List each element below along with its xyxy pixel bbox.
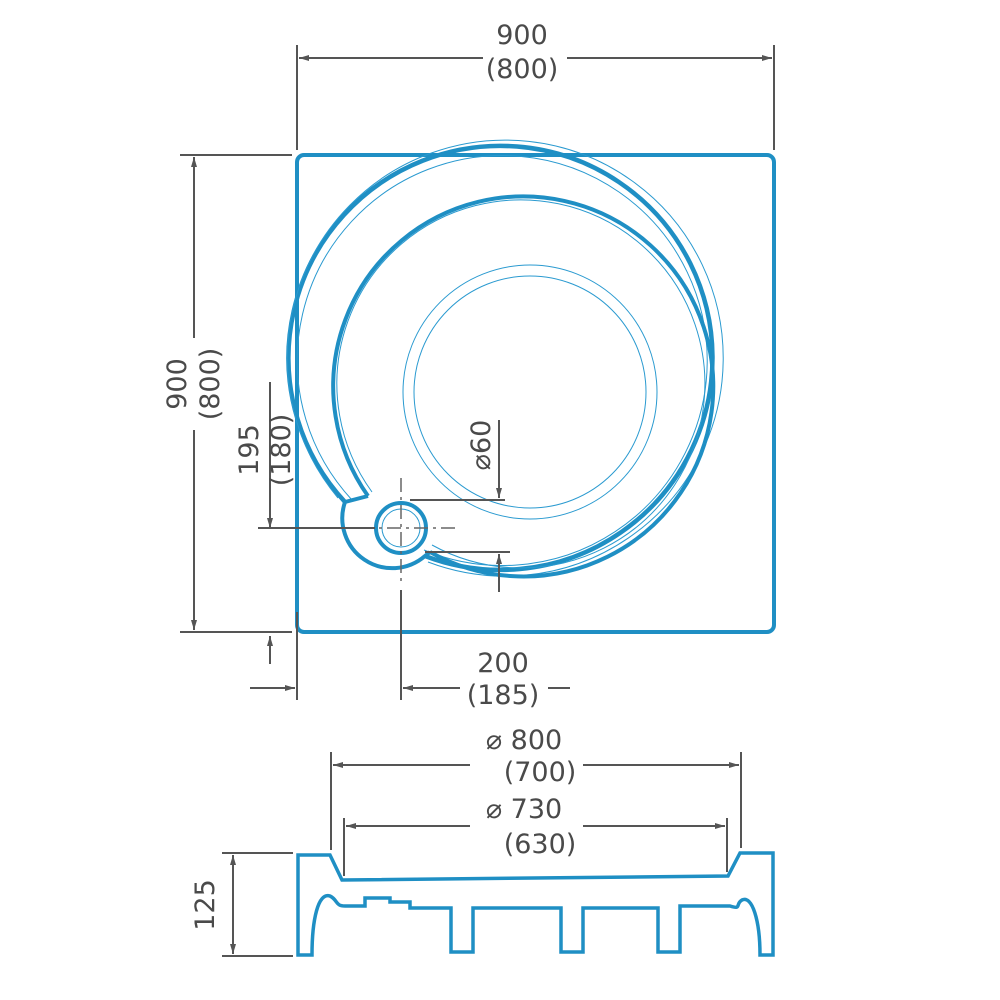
plan-view: 900 (800) 900 (800) 195 (180) 200 (185) … bbox=[162, 20, 776, 711]
center-circle-outer bbox=[402, 264, 658, 520]
width-label: 900 bbox=[496, 20, 548, 51]
tray-outline bbox=[295, 153, 776, 634]
section-view: ⌀ 800 (700) ⌀ 730 (630) 125 bbox=[190, 725, 775, 957]
inner-diameter-label-alt: (630) bbox=[504, 829, 577, 860]
width-label-alt: (800) bbox=[486, 54, 559, 85]
outer-diameter-label: ⌀ 800 bbox=[486, 725, 562, 756]
drain-offset-y-label: 195 bbox=[234, 424, 265, 476]
height-label-alt: (800) bbox=[195, 348, 226, 421]
inner-diameter-label: ⌀ 730 bbox=[486, 794, 562, 825]
inner-basin-ring bbox=[331, 194, 716, 579]
section-height-label: 125 bbox=[190, 879, 221, 931]
drain-diameter-label: ⌀60 bbox=[466, 420, 497, 471]
center-circle-inner bbox=[413, 275, 647, 509]
outer-basin-ring bbox=[286, 143, 715, 573]
inner-rim-thin bbox=[336, 199, 706, 569]
drain-offset-x-label: 200 bbox=[477, 648, 529, 679]
outer-rim-thin bbox=[286, 139, 724, 577]
outer-rim-thin-2 bbox=[296, 155, 708, 566]
outer-diameter-label-alt: (700) bbox=[504, 757, 577, 788]
section-outline bbox=[296, 851, 775, 957]
drain-offset-x-label-alt: (185) bbox=[467, 680, 540, 711]
drain-offset-y-label-alt: (180) bbox=[266, 414, 297, 487]
drain-lobe bbox=[340, 494, 432, 571]
height-label: 900 bbox=[162, 358, 193, 410]
